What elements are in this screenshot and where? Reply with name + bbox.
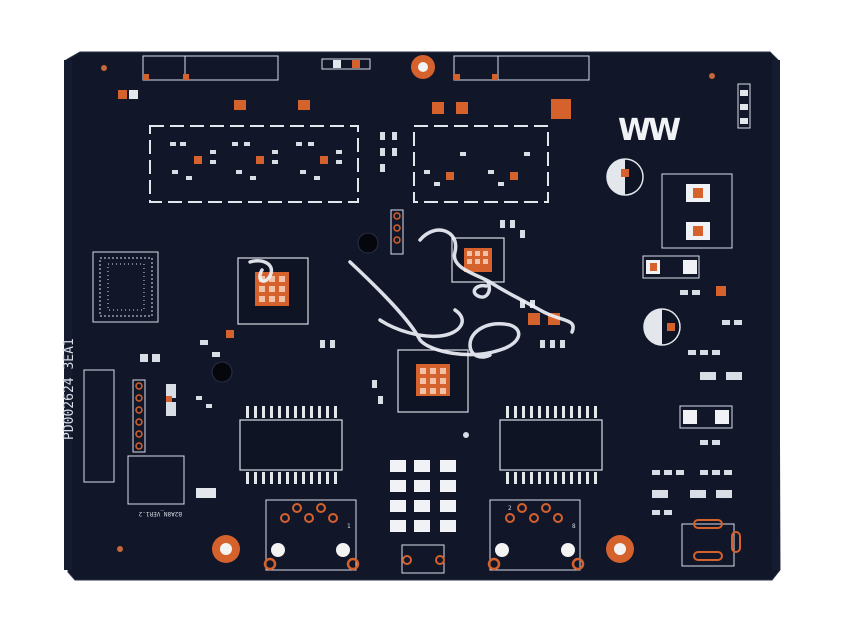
part-number-label: PD002624 3EA1 — [62, 338, 77, 440]
pin-label-1: 1 — [347, 523, 351, 530]
bga-chip-main — [237, 257, 309, 325]
ethernet-port-left — [263, 499, 360, 571]
logo-mark-2: W — [648, 113, 681, 148]
marker-scribble — [248, 228, 575, 359]
rf-shield-right — [413, 125, 549, 203]
version-label: B2A8N_VER1.2 — [138, 510, 182, 517]
power-inductor — [661, 173, 733, 249]
board-edge-left — [64, 60, 72, 570]
via-large-1 — [357, 232, 379, 254]
ic-square — [127, 455, 185, 505]
memory-socket — [92, 251, 159, 323]
diode-2 — [679, 405, 733, 429]
mounting-hole-bottom-right — [606, 535, 634, 563]
ic-tssop-right — [499, 406, 603, 484]
ethernet-port-right — [487, 499, 585, 571]
logo-mark: W — [618, 113, 651, 148]
pin-header-center — [390, 209, 404, 255]
diode-1 — [642, 255, 700, 279]
usb-port-center — [401, 544, 445, 574]
capacitor-top — [606, 158, 644, 196]
rf-shield-left — [149, 125, 359, 203]
pin-label-8: 8 — [572, 523, 576, 530]
bga-chip-lower — [397, 349, 469, 413]
ic-tssop-left — [239, 406, 343, 484]
center-pad-array — [390, 460, 456, 532]
via-large-2 — [211, 361, 233, 383]
pin-label-2: 2 — [508, 505, 512, 512]
capacitor-mid — [643, 308, 681, 346]
mounting-hole-bottom-left — [212, 535, 240, 563]
board-edge-right — [772, 60, 780, 570]
smd-clusters — [170, 132, 530, 186]
pin-header-left — [132, 379, 146, 453]
mounting-hole-top — [411, 55, 435, 79]
connector-bottom-right — [681, 523, 735, 567]
connector-left — [83, 369, 115, 483]
